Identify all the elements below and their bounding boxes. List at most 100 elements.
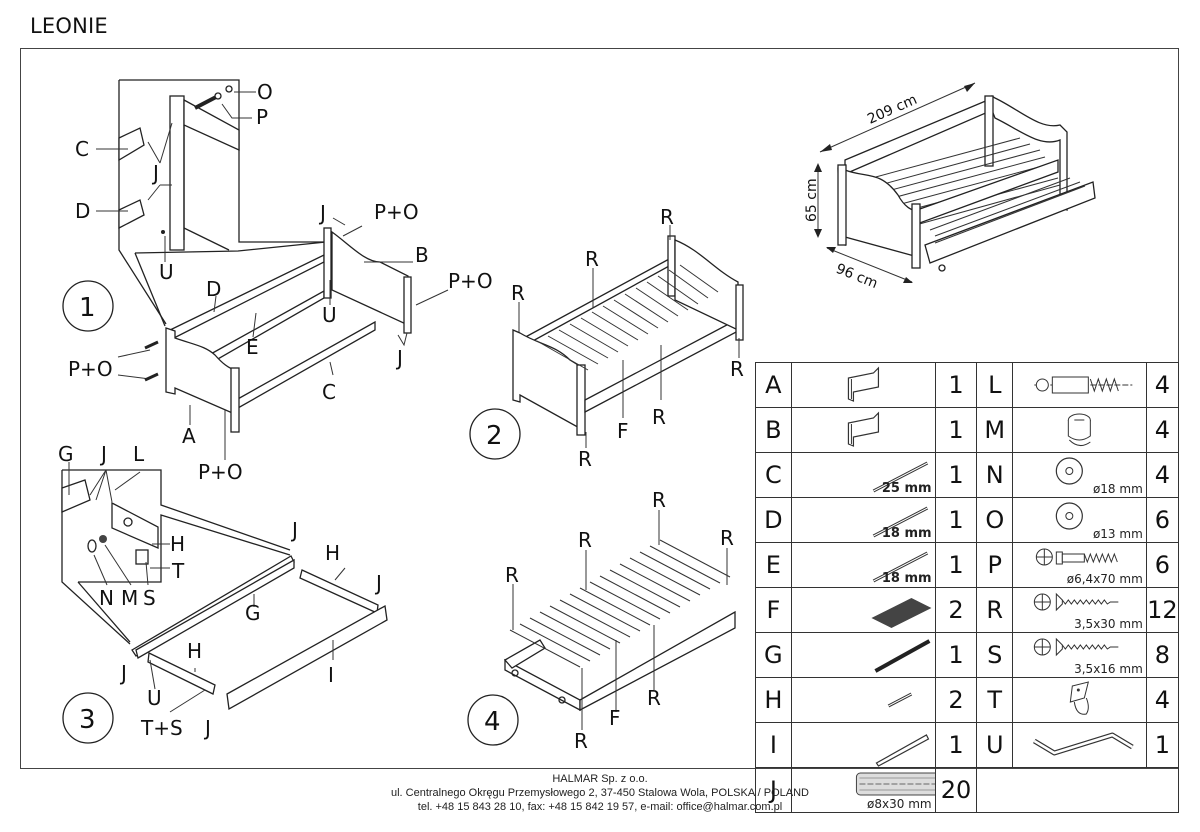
step-1-label: J (151, 161, 159, 185)
step-1-label: O (257, 80, 273, 104)
empty-cell (976, 767, 1179, 813)
step-1-label: P (256, 105, 268, 129)
part-icon-cell: 18 mm (790, 497, 936, 543)
part-size: ø13 mm (1092, 527, 1143, 541)
step-3-number: 3 (79, 705, 96, 735)
part-size: ø6,4x70 mm (1066, 572, 1143, 586)
part-quantity: 1 (934, 632, 978, 678)
step-1-label: P+O (198, 460, 243, 484)
footer-address: ul. Centralnego Okręgu Przemysłowego 2, … (390, 787, 809, 799)
step-1-label: P+O (68, 357, 113, 381)
step-1-label: A (182, 424, 196, 448)
part-quantity: 20 (934, 767, 978, 813)
step-3-badge (62, 692, 114, 744)
step-3-label: S (143, 586, 156, 610)
part-quantity: 4 (1145, 407, 1180, 453)
part-letter: L (976, 362, 1014, 408)
dimension-depth: 96 cm (834, 261, 880, 292)
part-size: 3,5x16 mm (1074, 662, 1143, 676)
part-size: 18 mm (881, 526, 932, 541)
part-quantity: 1 (934, 542, 978, 588)
step-1-label: D (75, 199, 90, 223)
part-icon-cell (790, 362, 936, 408)
step-3-label: H (325, 541, 340, 565)
step-1-label: B (415, 243, 429, 267)
step-3-label: G (58, 442, 74, 466)
step-4-label: R (647, 686, 661, 710)
step-3-label: U (147, 686, 162, 710)
part-letter: R (976, 587, 1014, 633)
part-quantity: 12 (1145, 587, 1180, 633)
dimension-height-arrow (814, 163, 822, 238)
document-title: LEONIE (30, 14, 108, 38)
part-letter: N (976, 452, 1014, 498)
part-quantity: 1 (934, 407, 978, 453)
step-1-label: D (206, 277, 221, 301)
step-3-label: J (290, 518, 298, 542)
part-icon-cell (790, 632, 936, 678)
step-1-label: P+O (374, 200, 419, 224)
part-letter: S (976, 632, 1014, 678)
dimension-depth-arrow (826, 247, 913, 283)
step-4-label: R (652, 488, 666, 512)
part-quantity: 2 (934, 587, 978, 633)
step-1-label: C (322, 380, 336, 404)
part-letter: C (755, 452, 792, 498)
footer-company: HALMAR Sp. z o.o. (552, 773, 648, 785)
part-letter: F (755, 587, 792, 633)
instruction-frame (20, 48, 1179, 769)
part-icon-cell: ø8x30 mm (790, 767, 936, 813)
part-icon-cell: ø18 mm (1012, 452, 1147, 498)
step-3-label: H (170, 532, 185, 556)
step-2-label: R (652, 405, 666, 429)
part-icon-cell (790, 407, 936, 453)
part-letter: D (755, 497, 792, 543)
step-4-number: 4 (484, 707, 501, 737)
part-size: 18 mm (881, 571, 932, 586)
step-3-label: T (171, 559, 185, 583)
step-2-label: R (660, 205, 674, 229)
part-letter: T (976, 677, 1014, 723)
part-quantity: 6 (1145, 542, 1180, 588)
dimension-length: 209 cm (865, 92, 919, 128)
part-quantity: 4 (1145, 677, 1180, 723)
part-size: ø18 mm (1092, 482, 1143, 496)
step-2-label: R (730, 357, 744, 381)
part-letter: B (755, 407, 792, 453)
step-4-label: F (609, 706, 621, 730)
part-letter: U (976, 722, 1014, 768)
part-quantity: 1 (934, 722, 978, 768)
part-icon-cell (790, 677, 936, 723)
part-letter: H (755, 677, 792, 723)
step-3-illustration: 3 G J L H T N M S J H J G H I J U T+S J (58, 442, 388, 744)
part-quantity: 4 (1145, 362, 1180, 408)
step-1-label: J (318, 201, 326, 225)
part-size: ø8x30 mm (867, 797, 932, 811)
overview-illustration: 209 cm 65 cm 96 cm (804, 82, 1096, 292)
step-3-label: N (99, 586, 114, 610)
part-letter: O (976, 497, 1014, 543)
part-quantity: 6 (1145, 497, 1180, 543)
step-1-label: J (395, 346, 403, 370)
part-letter: G (755, 632, 792, 678)
part-letter: P (976, 542, 1014, 588)
step-3-label: J (119, 661, 127, 685)
step-2-badge (469, 408, 521, 460)
step-2-illustration: 2 R R R R R F R (469, 205, 744, 471)
step-3-label: T+S (140, 716, 183, 740)
part-letter: M (976, 407, 1014, 453)
step-2-number: 2 (486, 421, 503, 451)
part-icon-cell: 3,5x16 mm (1012, 632, 1147, 678)
step-4-illustration: 4 R R R R R F R (467, 488, 736, 753)
step-2-label: R (511, 281, 525, 305)
step-3-label: J (203, 716, 211, 740)
part-icon-cell: ø13 mm (1012, 497, 1147, 543)
part-icon-cell: ø6,4x70 mm (1012, 542, 1147, 588)
step-1-label: P+O (448, 269, 493, 293)
